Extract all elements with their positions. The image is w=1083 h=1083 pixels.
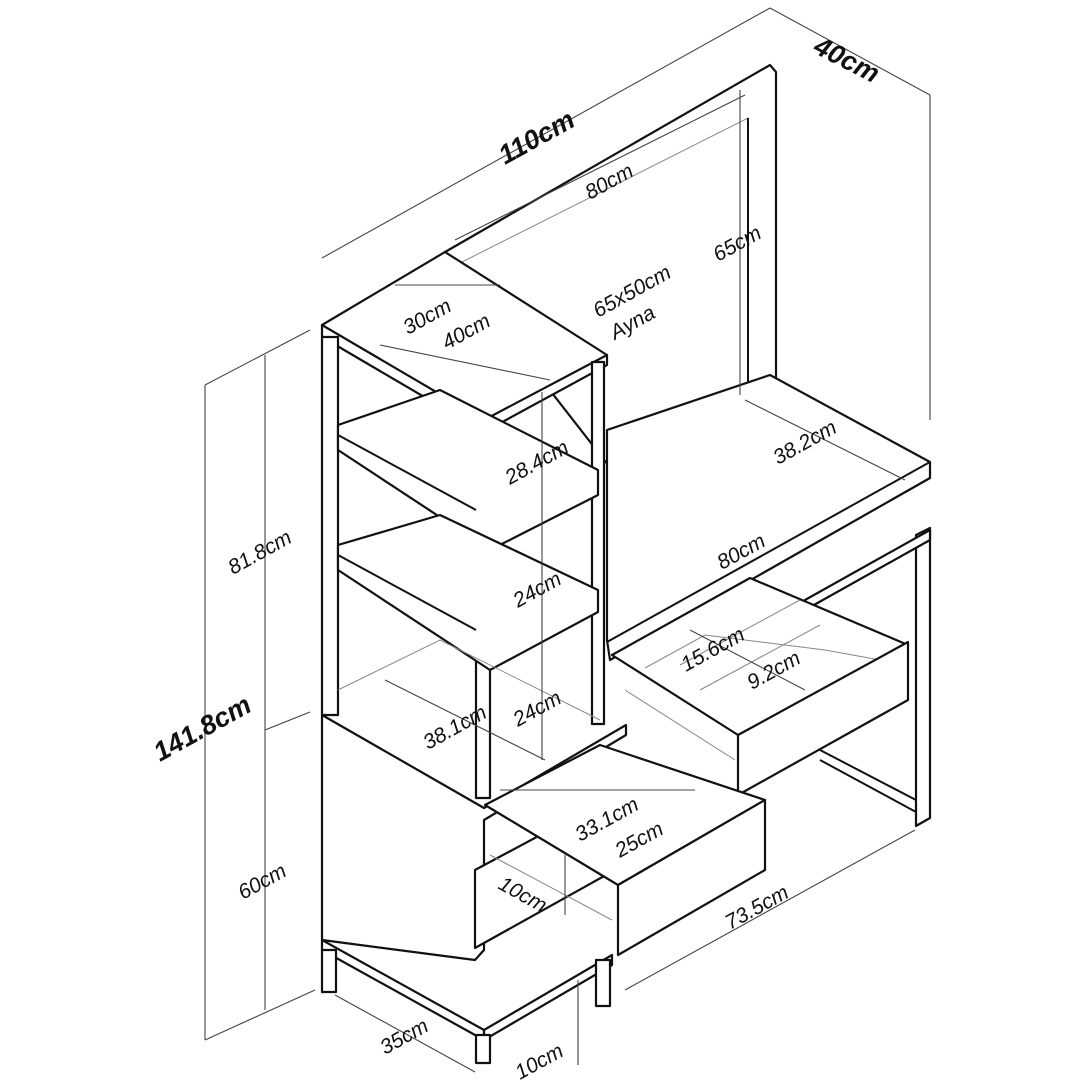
label-leg-height: 10cm [511,1039,567,1083]
label-cabinet-height: 60cm [234,859,290,904]
label-total-depth: 40cm [808,30,884,89]
dimension-lines [204,7,931,1073]
cabinet-drawer [483,743,767,957]
label-cabinet-depth: 35cm [376,1014,432,1059]
label-shelf-3: 24cm [508,686,565,732]
desk-drawer [610,576,910,797]
label-total-width: 110cm [493,104,579,170]
shelf-tower [320,250,609,800]
label-total-height: 141.8cm [148,689,256,767]
label-upper-height: 81.8cm [224,526,295,580]
